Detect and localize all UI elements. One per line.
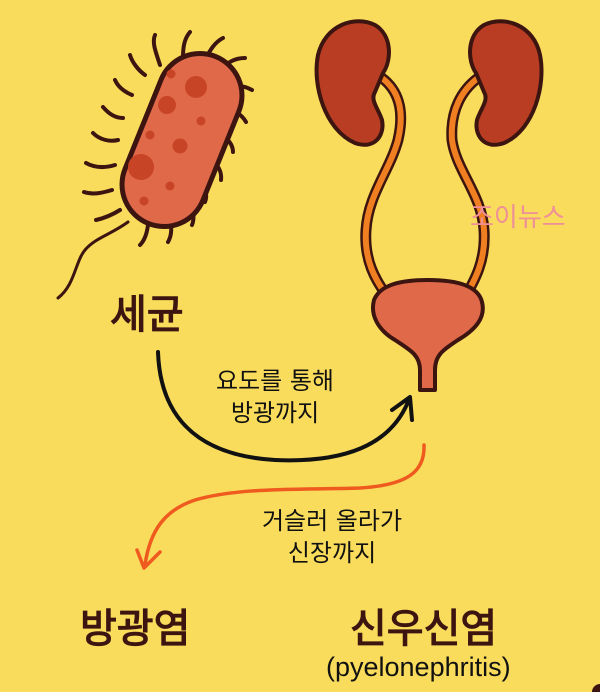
arrow-urethra-to-bladder	[156, 350, 414, 463]
bacteria-label: 세균	[110, 292, 184, 338]
ascend-caption-line1: 거슬러 올라가	[261, 507, 403, 535]
bacteria-illustration	[56, 30, 254, 300]
pyelonephritis-english-label: (pyelonephritis)	[326, 652, 511, 682]
ascend-path-caption: 거슬러 올라가 신장까지	[232, 505, 432, 569]
partial-circle-decoration	[592, 684, 600, 692]
cystitis-label: 방광염	[80, 606, 191, 652]
pyelonephritis-label: 신우신염	[350, 606, 498, 652]
urethra-caption-line1: 요도를 통해	[215, 367, 335, 395]
urethra-caption-line2: 방광까지	[230, 399, 320, 427]
bladder-illustration	[371, 278, 485, 392]
ascend-caption-line2: 신장까지	[287, 539, 377, 567]
watermark: 조이뉴스	[470, 203, 566, 233]
kidneys-illustration	[314, 19, 544, 147]
ureters-illustration	[360, 72, 490, 303]
urethra-path-caption: 요도를 통해 방광까지	[200, 365, 350, 429]
arrow-ascend-to-kidney	[135, 443, 426, 570]
